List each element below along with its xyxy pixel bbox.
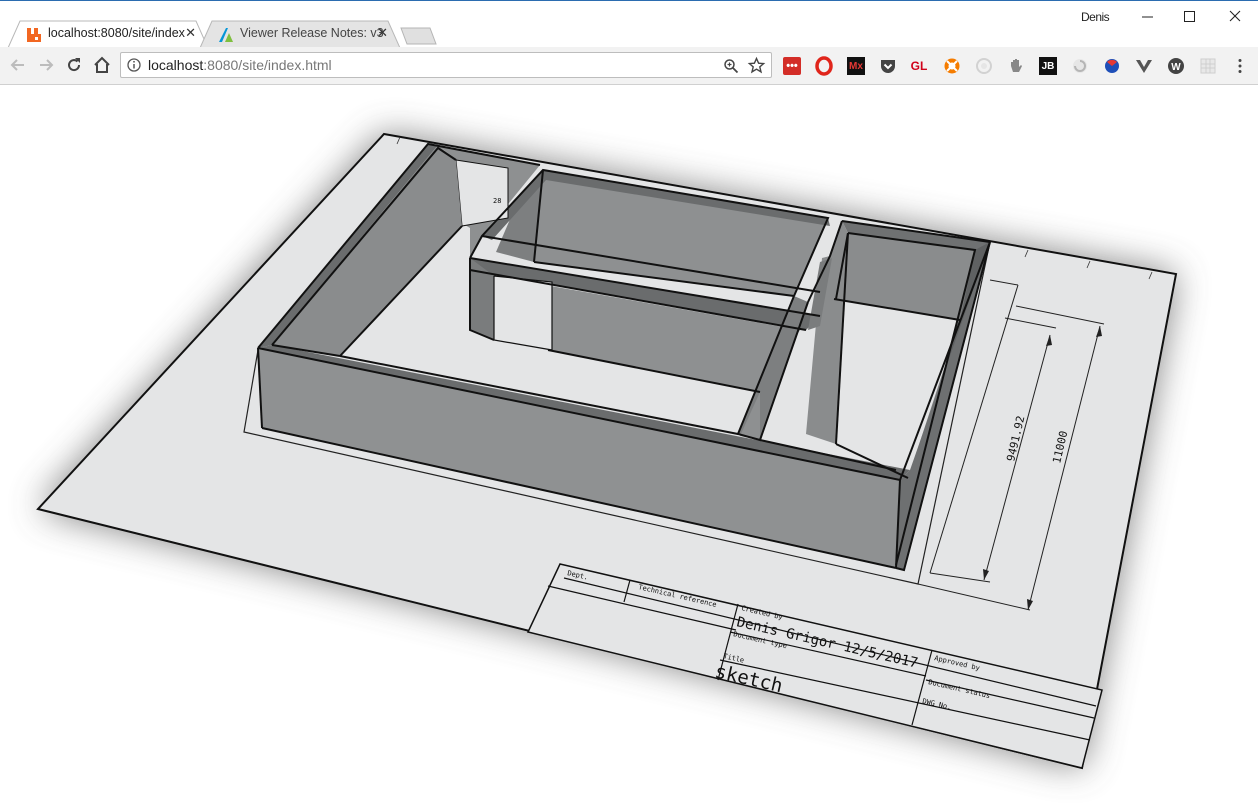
front-wall-top (258, 345, 910, 480)
address-bar[interactable]: localhost:8080/site/index.html (120, 52, 772, 78)
hand-icon[interactable] (1007, 57, 1025, 75)
autodesk-favicon-icon (219, 28, 233, 42)
swirl-icon[interactable] (1071, 57, 1089, 75)
left-wall-top (258, 144, 438, 348)
w-icon[interactable]: W (1167, 57, 1185, 75)
partition-wall-face (494, 276, 800, 392)
browser-chrome: localhost:8080/site/index ✕ Viewer Relea… (0, 0, 1258, 85)
forward-arrow-icon[interactable] (36, 55, 56, 75)
menu-kebab-icon[interactable] (1231, 57, 1249, 75)
middle-room-back-wall (534, 170, 828, 296)
inner-partition-shadow (740, 392, 760, 440)
partition-wall-top (470, 258, 820, 330)
reload-icon[interactable] (64, 55, 84, 75)
title-block-grid (547, 577, 1097, 741)
url-host: localhost (148, 57, 204, 73)
dimension-lines (917, 279, 1105, 611)
tab-close-icon[interactable]: ✕ (185, 25, 196, 40)
floor-outline (243, 241, 991, 585)
wall-edges (257, 142, 991, 572)
right-room-back-wall (834, 233, 975, 320)
w-icon-letter: W (1171, 62, 1181, 73)
close-icon[interactable] (1212, 3, 1256, 31)
url-path: :8080/site/index.html (203, 57, 332, 73)
partition-post (470, 258, 494, 340)
back-arrow-icon[interactable] (8, 55, 28, 75)
opera-icon[interactable] (815, 56, 833, 76)
rabbitmq-favicon-icon (27, 28, 41, 42)
grid-grey-icon[interactable] (1199, 57, 1217, 75)
partition-doorway (493, 275, 553, 351)
tab-viewer-release-notes[interactable]: Viewer Release Notes: v3 ✕ (199, 20, 401, 49)
vue-icon[interactable] (1135, 57, 1153, 75)
front-wall-outer (258, 348, 900, 568)
jb-icon[interactable]: JB (1039, 57, 1057, 75)
tab-close-icon[interactable]: ✕ (377, 25, 388, 40)
new-tab-button[interactable] (400, 27, 438, 45)
pocket-icon[interactable] (879, 57, 897, 75)
middle-room-floor-strip (534, 262, 794, 310)
tab-strip: localhost:8080/site/index ✕ Viewer Relea… (0, 0, 1258, 49)
zoom-icon[interactable] (723, 58, 739, 74)
gl-icon[interactable]: GL (910, 59, 928, 73)
mx-icon[interactable]: Mx (847, 57, 865, 75)
profile-name[interactable]: Denis (1081, 10, 1110, 24)
drawing-3d-view[interactable]: 9491.92 11000 28 (0, 85, 1258, 799)
ladybug-icon[interactable] (1103, 57, 1121, 75)
circle-grey-icon[interactable] (975, 57, 993, 75)
sheet-frame-ticks (396, 136, 1153, 280)
left-wall-inner (272, 145, 462, 356)
tab-localhost[interactable]: localhost:8080/site/index ✕ (7, 20, 209, 49)
lifebuoy-icon[interactable] (943, 57, 961, 75)
right-room-door-jamb (808, 258, 832, 330)
tab-title: Viewer Release Notes: v3 (240, 26, 384, 40)
door-label: 28 (493, 197, 501, 205)
url-text[interactable]: localhost:8080/site/index.html (148, 57, 332, 73)
maximize-icon[interactable] (1168, 3, 1212, 31)
minimize-icon[interactable] (1126, 3, 1170, 31)
right-wall-outer (896, 242, 990, 570)
right-room-left-wall (806, 221, 848, 444)
lastpass-icon[interactable]: ••• (783, 57, 801, 75)
tab-title: localhost:8080/site/index (48, 26, 185, 40)
viewer-canvas[interactable]: 9491.92 11000 28 (0, 85, 1258, 799)
info-icon[interactable] (127, 58, 141, 72)
home-icon[interactable] (92, 55, 112, 75)
dimension-arrows (983, 326, 1102, 610)
bookmark-star-icon[interactable] (747, 56, 766, 74)
toolbar: localhost:8080/site/index.html ••• Mx GL (0, 47, 1258, 85)
title-block: Dept. Technical reference Created by Den… (526, 563, 1103, 769)
